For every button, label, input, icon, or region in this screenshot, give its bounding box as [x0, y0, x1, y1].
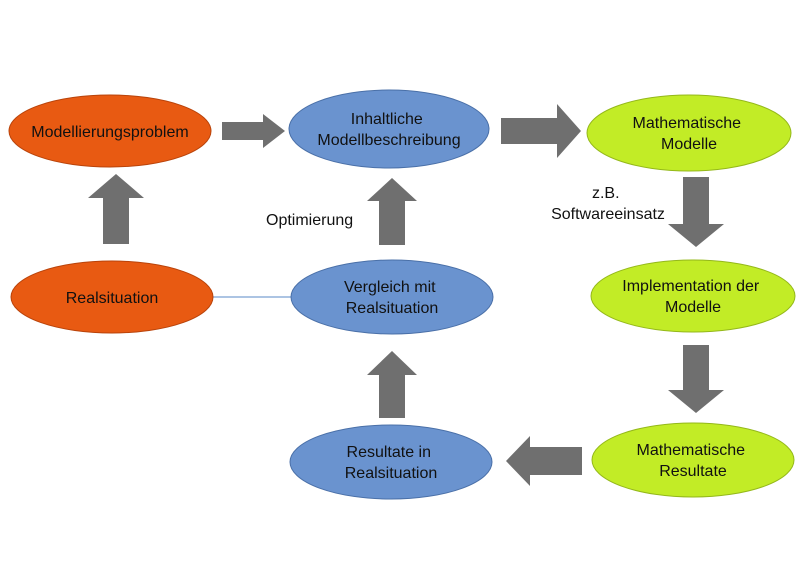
node-modellierungsproblem	[8, 94, 212, 168]
arrow-up-vergleich-to-beschreibung	[367, 178, 417, 245]
label-optimierung: Optimierung	[266, 212, 353, 229]
node-resultate-in-realsituation	[289, 424, 493, 500]
node-text-modellierungsproblem: Modellierungsproblem	[31, 124, 188, 141]
node-text-inhaltliche-modellbeschreibung: Inhaltliche Modellbeschreibung	[317, 111, 460, 149]
node-mathematische-resultate	[591, 422, 795, 498]
node-implementation-der-modelle	[590, 259, 796, 333]
node-inhaltliche-modellbeschreibung	[288, 89, 490, 169]
node-vergleich-mit-realsituation	[290, 259, 494, 335]
node-text-resultate-in-realsituation: Resultate in Realsituation	[345, 444, 438, 482]
arrow-down-modelle-to-implementation	[668, 177, 724, 247]
node-realsituation	[10, 260, 214, 334]
arrow-right-problem-to-beschreibung	[222, 114, 285, 148]
arrow-down-implementation-to-resultate	[668, 345, 724, 413]
arrow-right-beschreibung-to-modelle	[501, 104, 581, 158]
node-text-realsituation: Realsituation	[66, 290, 159, 307]
node-text-mathematische-modelle: Mathematische Modelle	[633, 115, 746, 153]
label-zb-softwareeinsatz: z.B. Softwareeinsatz	[551, 185, 665, 223]
arrow-up-resultate-to-vergleich	[367, 351, 417, 418]
node-text-implementation-der-modelle: Implementation der Modelle	[622, 278, 763, 316]
node-text-vergleich-mit-realsituation: Vergleich mit Realsituation	[344, 279, 440, 317]
arrow-up-realsituation-to-problem	[88, 174, 144, 244]
arrow-left-math-resultate-to-resultate	[506, 436, 582, 486]
node-text-mathematische-resultate: Mathematische Resultate	[637, 442, 750, 480]
node-mathematische-modelle	[586, 94, 792, 172]
